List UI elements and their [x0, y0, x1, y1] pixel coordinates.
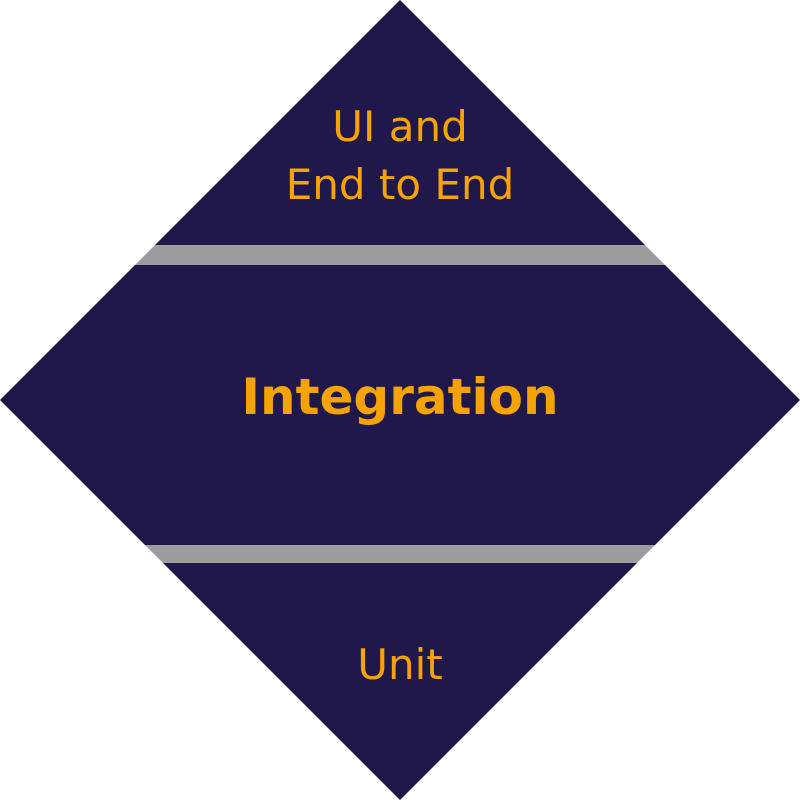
tier-bottom-label: Unit	[357, 640, 443, 689]
tier-top-label: UI and End to End	[0, 98, 800, 214]
tier-middle-shape	[0, 265, 800, 545]
tier-top-shape	[155, 0, 645, 245]
separator-top	[135, 245, 665, 265]
separator-bottom	[145, 545, 655, 563]
tier-top-line-2: End to End	[285, 160, 515, 209]
tier-top-line-1: UI and	[332, 102, 468, 151]
tier-middle-label: Integration	[241, 368, 559, 426]
tier-bottom-shape	[163, 563, 637, 800]
